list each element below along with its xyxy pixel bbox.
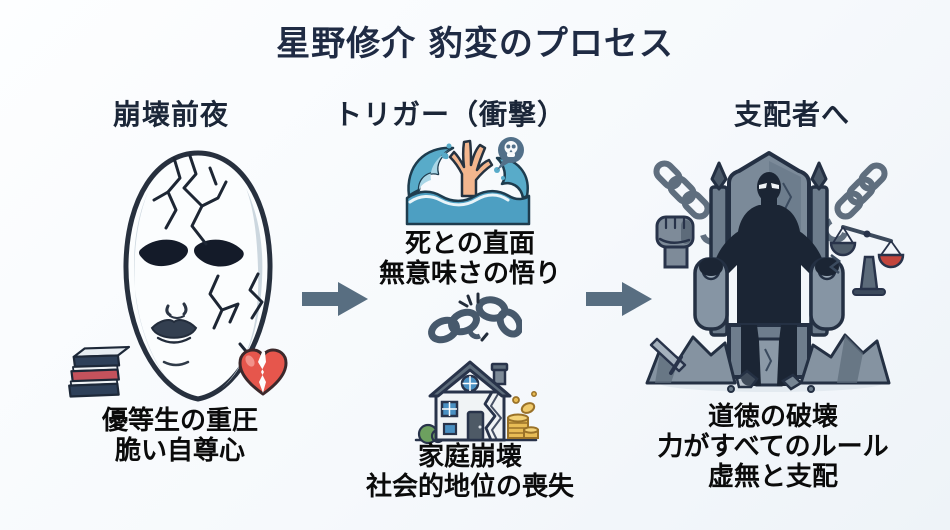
caption-line: 死との直面: [405, 229, 535, 259]
caption-line: 無意味さの悟り: [378, 259, 562, 289]
raised-fist-icon: [655, 215, 695, 269]
caption-line: 道徳の破壊: [707, 402, 839, 432]
broken-chain-icon: [428, 292, 522, 344]
broken-heart-icon: [238, 348, 288, 396]
caption-line: 社会的地位の喪失: [365, 472, 575, 502]
middle-caption-top: 死との直面 無意味さの悟り: [379, 229, 561, 289]
header-to-ruler: 支配者へ: [733, 98, 851, 131]
coin-stack: [507, 391, 539, 439]
diagram-title: 星野修介 豹変のプロセス: [276, 24, 674, 64]
caption-line: 優等生の重圧: [101, 406, 259, 436]
middle-caption-bottom: 家庭崩壊 社会的地位の喪失: [366, 442, 574, 502]
book-stack-icon: [68, 345, 131, 398]
arrow-right-icon: [302, 282, 368, 316]
skull-speech-bubble-icon: [497, 137, 524, 170]
caption-line: 脆い自尊心: [114, 436, 246, 466]
header-trigger: トリガー（衝撃）: [333, 98, 567, 131]
caption-line: 力がすべてのルール: [657, 432, 889, 462]
cracked-mask-icon: [123, 150, 273, 402]
mask-nose: [165, 302, 188, 319]
arrow-right-icon: [586, 282, 652, 316]
rubble-icon: [645, 333, 891, 393]
drowning-hand-wave-icon: [405, 137, 531, 226]
dark-figure-on-throne-icon: [645, 151, 905, 393]
collapsing-house-coins-icon: [414, 360, 539, 444]
header-before-collapse: 崩壊前夜: [112, 98, 230, 131]
left-caption: 優等生の重圧 脆い自尊心: [102, 406, 258, 466]
caption-line: 家庭崩壊: [417, 442, 523, 472]
right-caption: 道徳の破壊 力がすべてのルール 虚無と支配: [657, 402, 888, 492]
sword-icon: [649, 337, 687, 375]
caption-line: 虚無と支配: [707, 462, 839, 492]
tilted-scales-icon: [829, 225, 905, 296]
